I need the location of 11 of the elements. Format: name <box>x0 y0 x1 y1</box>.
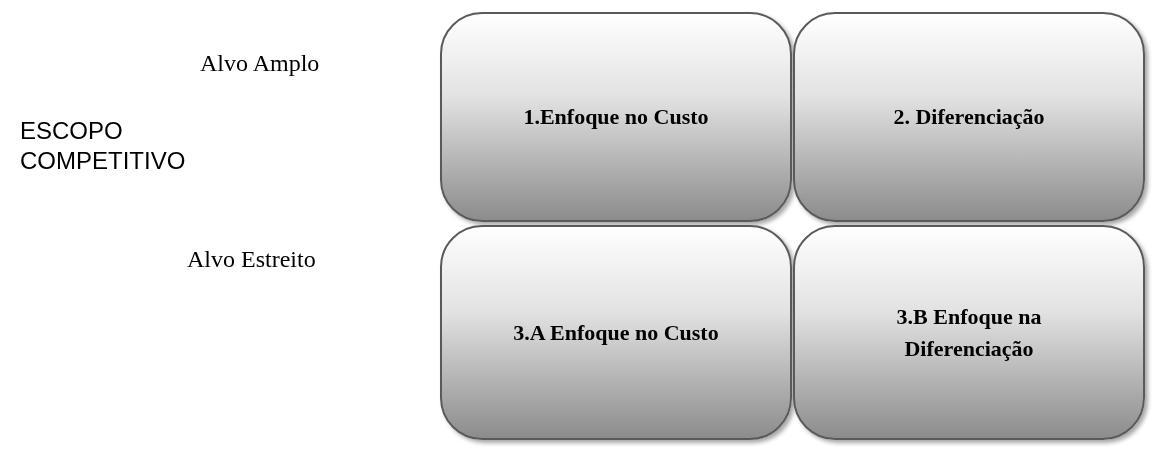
strategy-box <box>793 225 1145 440</box>
strategy-box <box>440 225 792 440</box>
box-title: 2. Diferenciação <box>893 103 1045 132</box>
box-title: 1.Enfoque no Custo <box>523 103 709 132</box>
axis-title: ESCOPO COMPETITIVO <box>20 116 187 176</box>
axis-label: Alvo Amplo <box>200 49 321 78</box>
box-title: 3.A Enfoque no Custo <box>513 318 719 347</box>
strategy-box <box>440 12 792 222</box>
strategy-box <box>793 12 1145 222</box>
box-title: 3.B Enfoque na Diferenciação <box>895 302 1043 363</box>
axis-label: Alvo Estreito <box>187 245 317 274</box>
